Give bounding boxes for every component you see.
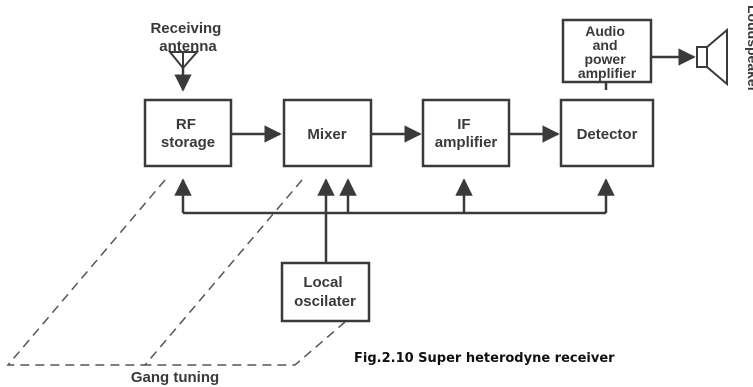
rf-storage-label-line-2: storage	[161, 134, 215, 151]
antenna-label: Receiving antenna	[150, 20, 225, 55]
receiving-antenna-icon	[167, 51, 200, 70]
svg-text:IF amplifier: IF amplifier	[435, 116, 498, 151]
detector-block: Detector	[559, 98, 655, 168]
audio-label-line-4: amplifier	[578, 65, 637, 81]
if-amplifier-block: IF amplifier	[421, 98, 511, 168]
local-osc-label-line-1: Local	[303, 274, 342, 291]
local-osc-label-line-2: oscilater	[294, 293, 356, 310]
svg-text:Detector: Detector	[577, 126, 638, 143]
audio-label-line-2: and	[593, 37, 618, 53]
audio-power-amplifier-block: Audio and power amplifier	[561, 18, 653, 84]
gang-tuning-dashed-outer	[6, 179, 166, 366]
detector-label: Detector	[577, 126, 638, 143]
audio-label-line-1: Audio	[585, 23, 625, 39]
svg-text:Local oscilater: Local oscilater	[294, 274, 356, 310]
mixer-block: Mixer	[282, 98, 373, 168]
svg-text:Audio and power: Audio and power amplifier	[578, 23, 637, 81]
audio-label-line-3: power	[584, 51, 626, 67]
local-oscillator-block: Local oscilater	[280, 261, 371, 323]
rf-storage-block: RF storage	[143, 98, 233, 168]
if-amplifier-label-line-2: amplifier	[435, 134, 498, 151]
antenna-label-line-2: antenna	[159, 38, 217, 55]
antenna-label-line-1: Receiving	[150, 20, 221, 37]
figure-caption: Fig.2.10 Super heterodyne receiver	[354, 351, 615, 366]
if-amplifier-label-line-1: IF	[457, 116, 470, 133]
loudspeaker-icon	[696, 27, 728, 87]
svg-text:RF storage: RF storage	[161, 116, 215, 151]
rf-storage-label-line-1: RF	[176, 116, 196, 133]
mixer-label: Mixer	[307, 126, 346, 143]
loudspeaker-label: Loudspeaker	[745, 5, 753, 93]
gang-tuning-label: Gang tuning	[131, 369, 219, 386]
gang-tuning-dashed-inner	[143, 179, 346, 366]
svg-text:Mixer: Mixer	[307, 126, 346, 143]
